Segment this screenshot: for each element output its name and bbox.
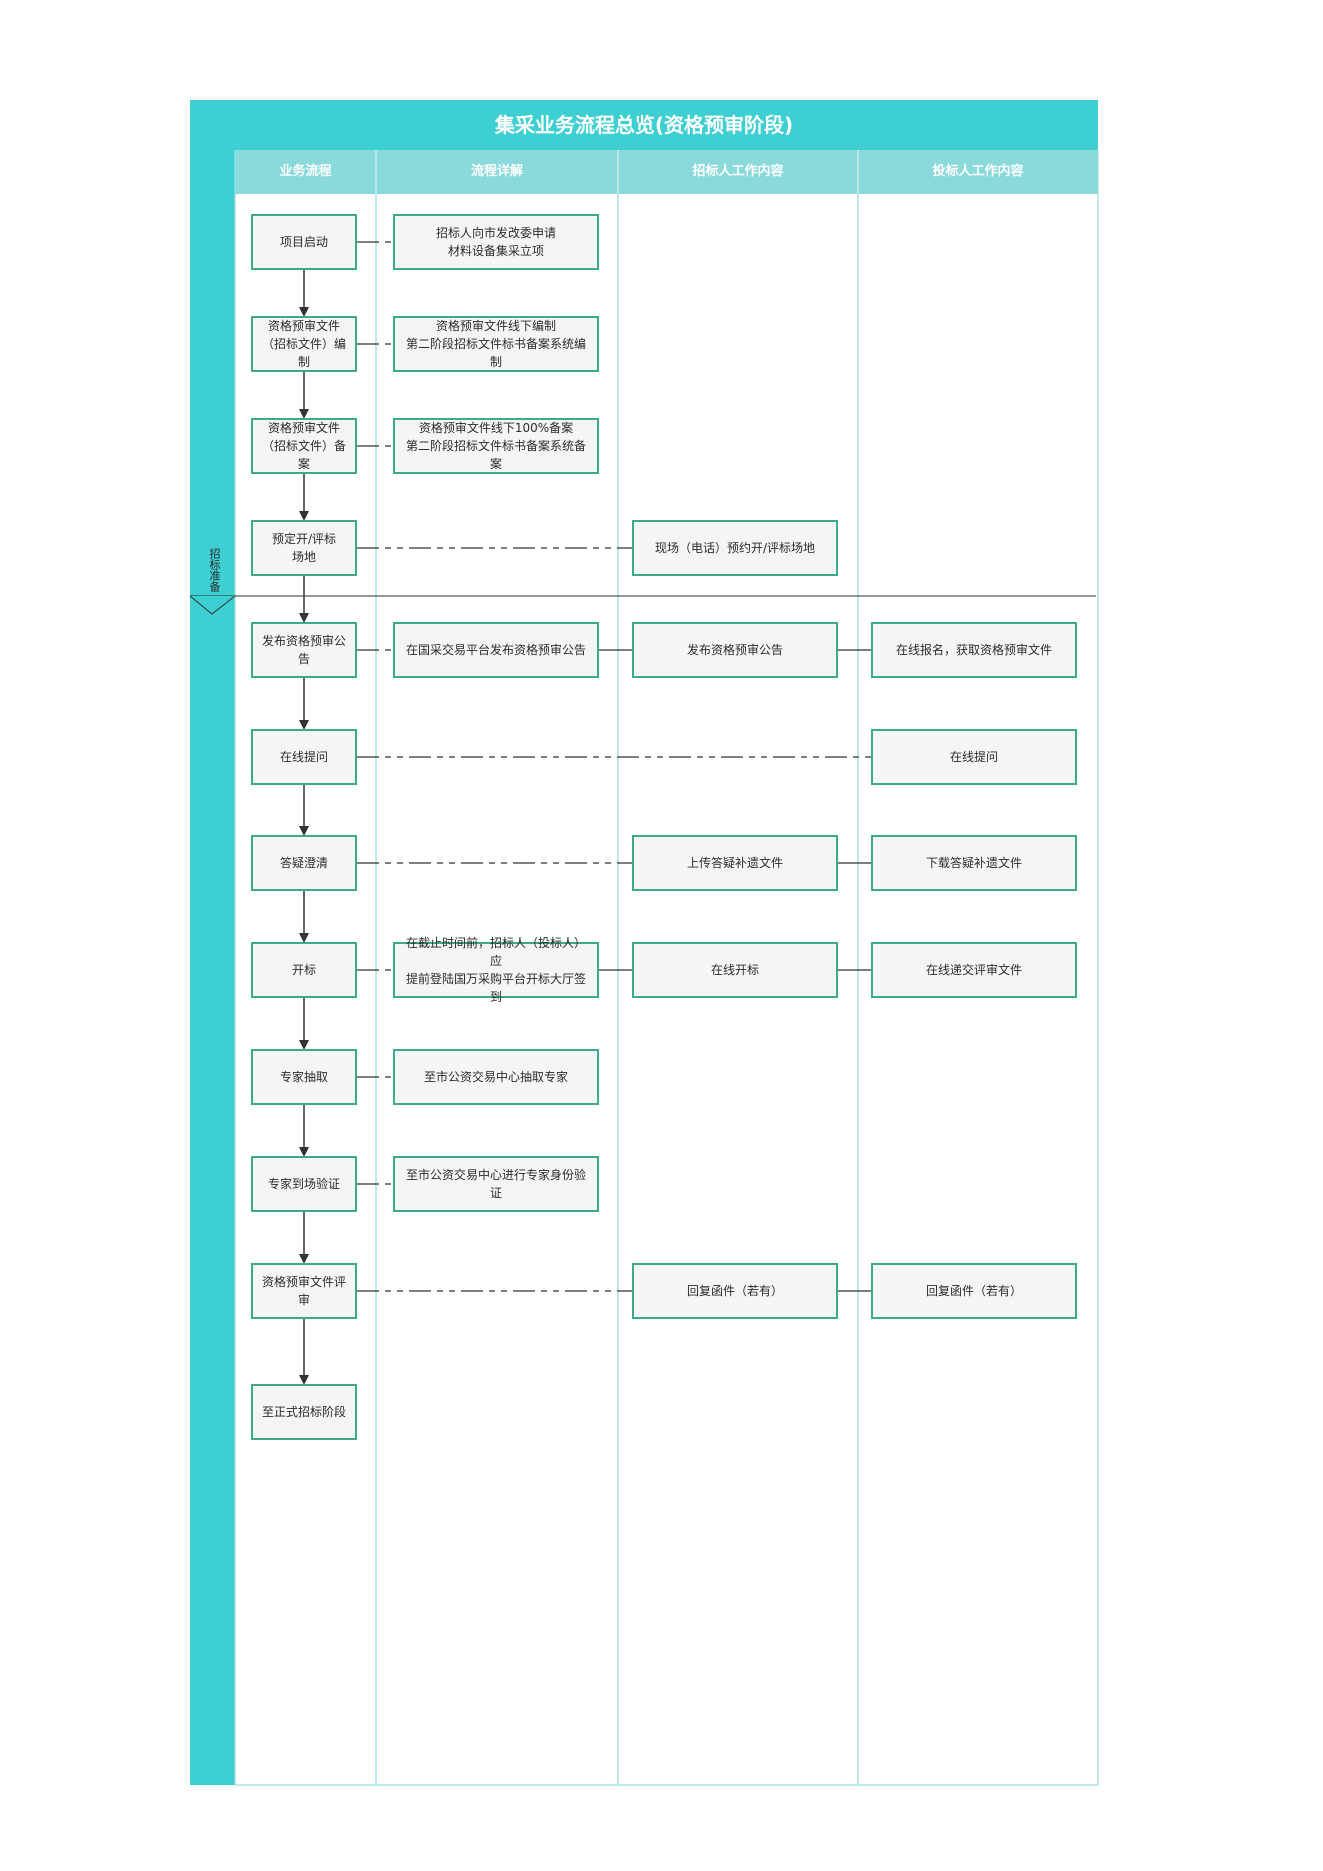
column-header-bidder: 投标人工作内容 (932, 164, 1024, 179)
bidder-node-5: 在线报名，获取资格预审文件 (871, 622, 1077, 678)
flow-node-3: 资格预审文件 （招标文件）备案 (251, 418, 357, 474)
bidder-node-7: 下载答疑补遗文件 (871, 835, 1077, 891)
tenderer-node-4: 现场（电话）预约开/评标场地 (632, 520, 838, 576)
tenderer-node-8: 在线开标 (632, 942, 838, 998)
detail-node-1: 招标人向市发改委申请 材料设备集采立项 (393, 214, 599, 270)
flow-node-10: 专家到场验证 (251, 1156, 357, 1212)
detail-node-10: 至市公资交易中心进行专家身份验证 (393, 1156, 599, 1212)
tenderer-node-5: 发布资格预审公告 (632, 622, 838, 678)
flow-node-5: 发布资格预审公告 (251, 622, 357, 678)
detail-node-9: 至市公资交易中心抽取专家 (393, 1049, 599, 1105)
header-row (235, 150, 1098, 194)
detail-node-2: 资格预审文件线下编制 第二阶段招标文件标书备案系统编制 (393, 316, 599, 372)
flow-node-12: 至正式招标阶段 (251, 1384, 357, 1440)
column-dividers (234, 150, 1099, 1786)
bidder-node-11: 回复函件（若有） (871, 1263, 1077, 1319)
bidder-node-6: 在线提问 (871, 729, 1077, 785)
detail-node-3: 资格预审文件线下100%备案 第二阶段招标文件标书备案系统备案 (393, 418, 599, 474)
phase-label: 招标准备 (208, 548, 221, 592)
flow-node-11: 资格预审文件评审 (251, 1263, 357, 1319)
tenderer-node-11: 回复函件（若有） (632, 1263, 838, 1319)
detail-node-8: 在截止时间前，招标人（投标人）应 提前登陆国万采购平台开标大厅签到 (393, 936, 599, 1004)
diagram-title: 集采业务流程总览(资格预审阶段) (494, 113, 794, 137)
bidder-node-8: 在线递交评审文件 (871, 942, 1077, 998)
flow-node-1: 项目启动 (251, 214, 357, 270)
column-header-detail: 流程详解 (470, 164, 523, 179)
title-bar (190, 100, 1098, 150)
flow-node-2: 资格预审文件 （招标文件）编制 (251, 316, 357, 372)
flow-node-4: 预定开/评标 场地 (251, 520, 357, 576)
left-band (190, 100, 235, 1785)
flow-node-6: 在线提问 (251, 729, 357, 785)
tenderer-node-7: 上传答疑补遗文件 (632, 835, 838, 891)
flow-node-7: 答疑澄清 (251, 835, 357, 891)
phase-notch (189, 595, 236, 615)
flow-node-8: 开标 (251, 942, 357, 998)
column-header-tenderer: 招标人工作内容 (692, 164, 784, 179)
detail-node-5: 在国采交易平台发布资格预审公告 (393, 622, 599, 678)
flow-node-9: 专家抽取 (251, 1049, 357, 1105)
column-header-flow: 业务流程 (279, 164, 332, 179)
